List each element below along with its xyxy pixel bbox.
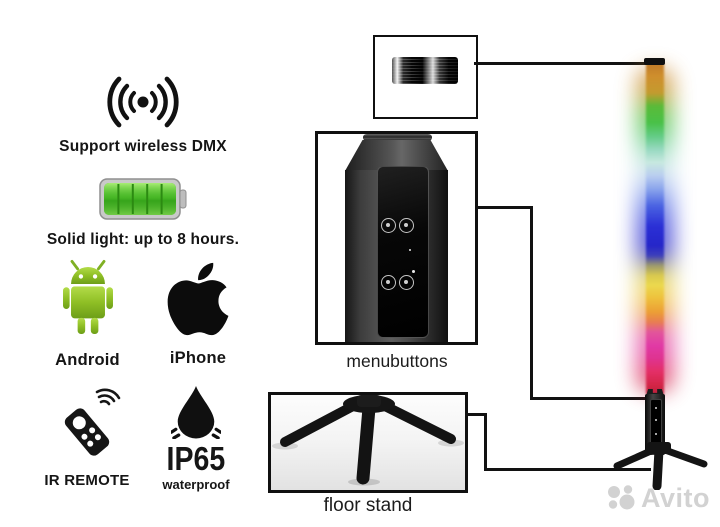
menu-button-icon — [399, 218, 414, 233]
apple-logo-icon — [167, 262, 229, 336]
watermark: Avito — [604, 483, 710, 513]
feature-android: Android — [40, 257, 135, 370]
watermark-text: Avito — [641, 482, 710, 513]
remote-control-icon — [64, 388, 121, 456]
feature-battery-label: Solid light: up to 8 hours. — [46, 231, 240, 248]
feature-ip65-sublabel: waterproof — [162, 476, 230, 492]
connector-line-menu-2 — [530, 206, 533, 400]
feature-wireless-dmx-label: Support wireless DMX — [59, 138, 227, 155]
connector-line-menu-3 — [530, 397, 647, 400]
callout-box-connector — [373, 35, 478, 119]
feature-wireless-dmx: Support wireless DMX — [40, 74, 246, 156]
handle-dot — [655, 407, 657, 409]
callout-box-menubuttons — [315, 131, 478, 345]
android-robot-icon — [62, 259, 113, 334]
handle-dot — [655, 419, 657, 421]
tube-top-cap — [644, 58, 665, 65]
battery-icon — [99, 178, 187, 220]
callout-box-floor-stand — [268, 392, 468, 493]
feature-ir-remote: IR REMOTE — [30, 388, 144, 489]
menu-button-icon — [381, 218, 396, 233]
tripod-photo — [272, 395, 464, 486]
connector-line-menu-1 — [476, 206, 533, 209]
rgb-tube-light-photo — [646, 63, 664, 395]
callout-label-floor-stand: floor stand — [323, 495, 413, 516]
connector-line-top — [474, 62, 648, 65]
feature-android-label: Android — [55, 351, 120, 369]
menu-buttons-photo — [377, 166, 429, 338]
feature-iphone-label: iPhone — [169, 349, 227, 367]
connector-line-stand-2 — [484, 413, 487, 471]
indicator-dot — [409, 249, 411, 251]
feature-ir-remote-label: IR REMOTE — [44, 472, 130, 489]
menu-button-icon — [399, 275, 414, 290]
connector-line-stand-3 — [484, 468, 651, 471]
water-drop-icon — [169, 386, 223, 440]
threaded-connector-photo — [392, 57, 458, 84]
wireless-signal-icon — [107, 76, 179, 128]
feature-ip65-waterproof: IP65 waterproof — [146, 385, 246, 492]
feature-ip65-label: IP65 — [166, 440, 226, 478]
menu-button-icon — [381, 275, 396, 290]
feature-battery-life: Solid light: up to 8 hours. — [40, 175, 246, 249]
handle-dot — [655, 433, 657, 435]
callout-label-menubuttons: menubuttons — [346, 351, 448, 371]
avito-logo-icon — [608, 485, 635, 510]
connector-line-stand-1 — [465, 413, 487, 416]
product-tripod — [613, 442, 708, 490]
feature-iphone: iPhone — [150, 257, 246, 368]
tube-neck — [345, 140, 448, 171]
indicator-dot — [412, 270, 415, 273]
tube-top-rim — [363, 134, 432, 141]
handle-control-panel — [650, 399, 662, 447]
